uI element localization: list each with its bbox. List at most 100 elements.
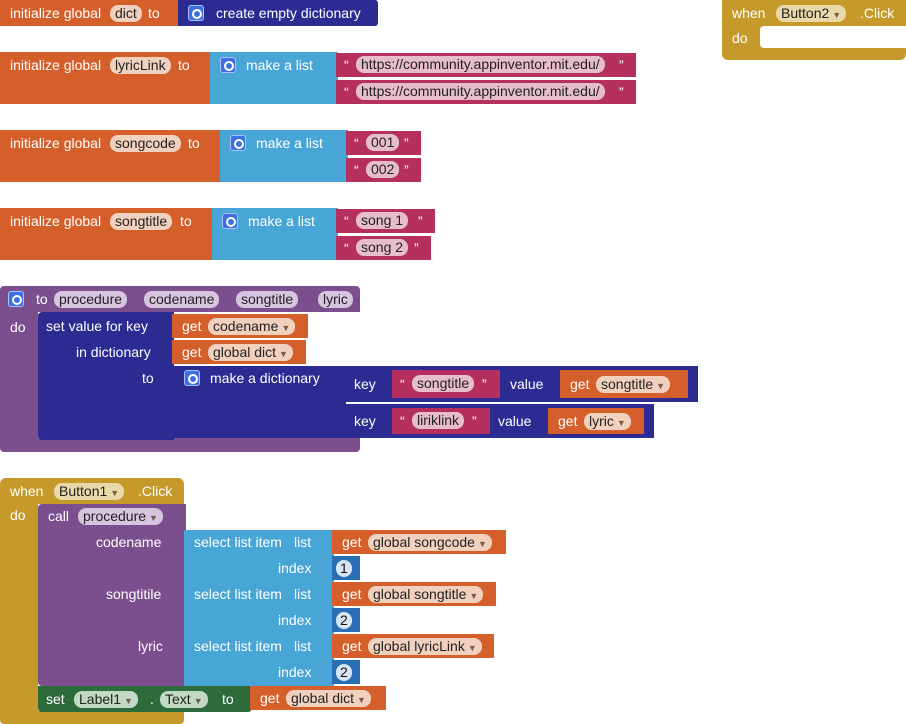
make-list-block[interactable]: make a list [210,52,338,104]
text-value[interactable]: song 2 [356,239,409,256]
text-block-001[interactable]: “ 001 ” [346,131,421,155]
get-var-dropdown[interactable]: global songtitle▼ [368,586,484,603]
component-dropdown[interactable]: Label1▼ [74,691,138,708]
make-list-block[interactable]: make a list [220,130,348,182]
get-songtitile-block[interactable]: get songtitle▼ [560,370,688,398]
dropdown-caret-icon: ▼ [477,539,487,549]
var-name-lyriclink[interactable]: lyricLink [110,57,171,74]
text-block-songtitle-key[interactable]: “ songtitle ” [392,370,500,398]
get-var-dropdown[interactable]: global dict▼ [208,344,293,361]
component-dropdown[interactable]: Button2▼ [776,5,847,22]
procedure-name[interactable]: procedure [54,291,128,308]
set-label1-text-block[interactable]: set Label1▼ . Text▼ to [38,686,252,712]
button1-bottom [0,710,184,724]
dropdown-caret-icon: ▼ [124,696,133,706]
in-dictionary-label: in dictionary [76,344,151,360]
number-value[interactable]: 2 [336,664,352,681]
init-dict-block[interactable]: initialize global dict to [0,0,180,26]
text-block-liriklink-key[interactable]: “ liriklink ” [392,408,490,434]
call-procedure-block[interactable]: call procedure▼ codename songtitile lyri… [38,504,186,686]
do-label: do [10,507,26,523]
var-name-songtitle[interactable]: songtitle [110,213,173,230]
procedure-dropdown[interactable]: procedure▼ [78,508,163,525]
get-codename-block[interactable]: get codename▼ [172,314,308,338]
open-quote-icon: “ [400,413,405,429]
get-var-dropdown[interactable]: songtitle▼ [596,376,671,393]
text-value[interactable]: https://community.appinventor.mit.edu/ [356,56,605,73]
gear-icon[interactable] [188,5,204,21]
get-global-dict-block[interactable]: get global dict▼ [172,340,306,364]
gear-icon[interactable] [8,291,24,307]
init-lyriclink-block[interactable]: initialize global lyricLink to [0,52,212,104]
make-list-block[interactable]: make a list [212,208,338,260]
property-dropdown[interactable]: Text▼ [160,691,208,708]
get-global-dict-block[interactable]: get global dict▼ [250,686,386,710]
set-label: set [46,691,65,707]
var-name-dict[interactable]: dict [110,5,142,22]
get-var-name: global lyricLink [373,638,465,654]
text-block-002[interactable]: “ 002 ” [346,158,421,182]
button1-click-event[interactable]: when Button1▼ .Click [0,478,184,504]
dropdown-caret-icon: ▼ [193,696,203,706]
number-value[interactable]: 2 [336,612,352,629]
get-var-name: lyric [589,413,614,429]
var-name-songcode[interactable]: songcode [110,135,181,152]
text-block-url-1[interactable]: “ https://community.appinventor.mit.edu/… [336,53,636,77]
select-list-item-block-1[interactable]: select list item list index [184,530,334,582]
select-list-item-block-2[interactable]: select list item list index [184,582,334,634]
text-value[interactable]: liriklink [412,412,464,429]
get-var-dropdown[interactable]: global dict▼ [286,690,371,707]
text-value[interactable]: 001 [366,134,400,151]
open-quote-icon: “ [400,376,405,392]
number-value[interactable]: 1 [336,560,352,577]
text-block-url-2[interactable]: “ https://community.appinventor.mit.edu/… [336,80,636,104]
select-list-item-block-3[interactable]: select list item list index [184,634,334,686]
create-empty-dict-block[interactable]: create empty dictionary [178,0,378,26]
param-codename[interactable]: codename [144,291,220,308]
gear-icon[interactable] [222,213,238,229]
number-block-3[interactable]: 2 [332,660,360,684]
number-block-1[interactable]: 1 [332,556,360,580]
param-songtitile[interactable]: songtitle [236,291,299,308]
gear-icon[interactable] [220,57,236,73]
gear-icon[interactable] [230,135,246,151]
param-lyric[interactable]: lyric [318,291,353,308]
text-value[interactable]: songtitle [412,375,475,392]
init-label: initialize global [10,5,102,21]
get-var-dropdown[interactable]: lyric▼ [584,413,631,430]
make-dictionary-label: make a dictionary [210,370,320,386]
arg-label-lyric: lyric [138,638,163,654]
number-block-2[interactable]: 2 [332,608,360,632]
get-var-dropdown[interactable]: global lyricLink▼ [368,638,482,655]
button2-click-event[interactable]: when Button2▼ .Click do [722,0,906,60]
text-value[interactable]: https://community.appinventor.mit.edu/ [356,83,605,100]
select-label: select list item [194,638,282,654]
gear-icon[interactable] [184,370,200,386]
get-global-songcode-block[interactable]: get global songcode▼ [332,530,506,554]
init-songtitle-block[interactable]: initialize global songtitle to [0,208,214,260]
to-label: to [180,213,192,229]
open-quote-icon: “ [344,84,349,100]
text-block-song1[interactable]: “ song 1 ” [336,209,435,233]
get-lyric-block[interactable]: get lyric▼ [548,408,644,434]
init-songcode-block[interactable]: initialize global songcode to [0,130,222,182]
empty-statement-slot[interactable] [760,26,906,48]
get-var-dropdown[interactable]: codename▼ [208,318,296,335]
close-quote-icon: ” [404,162,409,178]
procedure-def-block[interactable]: to procedure codename songtitle lyric [0,286,360,312]
component-name: Button2 [781,5,830,21]
component-dropdown[interactable]: Button1▼ [54,483,125,500]
text-value[interactable]: 002 [366,161,400,178]
open-quote-icon: “ [354,162,359,178]
get-global-lyriclink-block[interactable]: get global lyricLink▼ [332,634,494,658]
text-block-song2[interactable]: “ song 2 ” [336,236,431,260]
button1-body-left [0,504,38,712]
set-value-for-key-block[interactable]: set value for key in dictionary to [38,312,174,440]
make-dictionary-block[interactable]: make a dictionary [174,366,346,438]
key-label: key [354,376,376,392]
get-global-songtitle-block[interactable]: get global songtitle▼ [332,582,496,606]
to-label: to [178,57,190,73]
event-name: .Click [860,5,895,21]
get-var-dropdown[interactable]: global songcode▼ [368,534,492,551]
text-value[interactable]: song 1 [356,212,409,229]
